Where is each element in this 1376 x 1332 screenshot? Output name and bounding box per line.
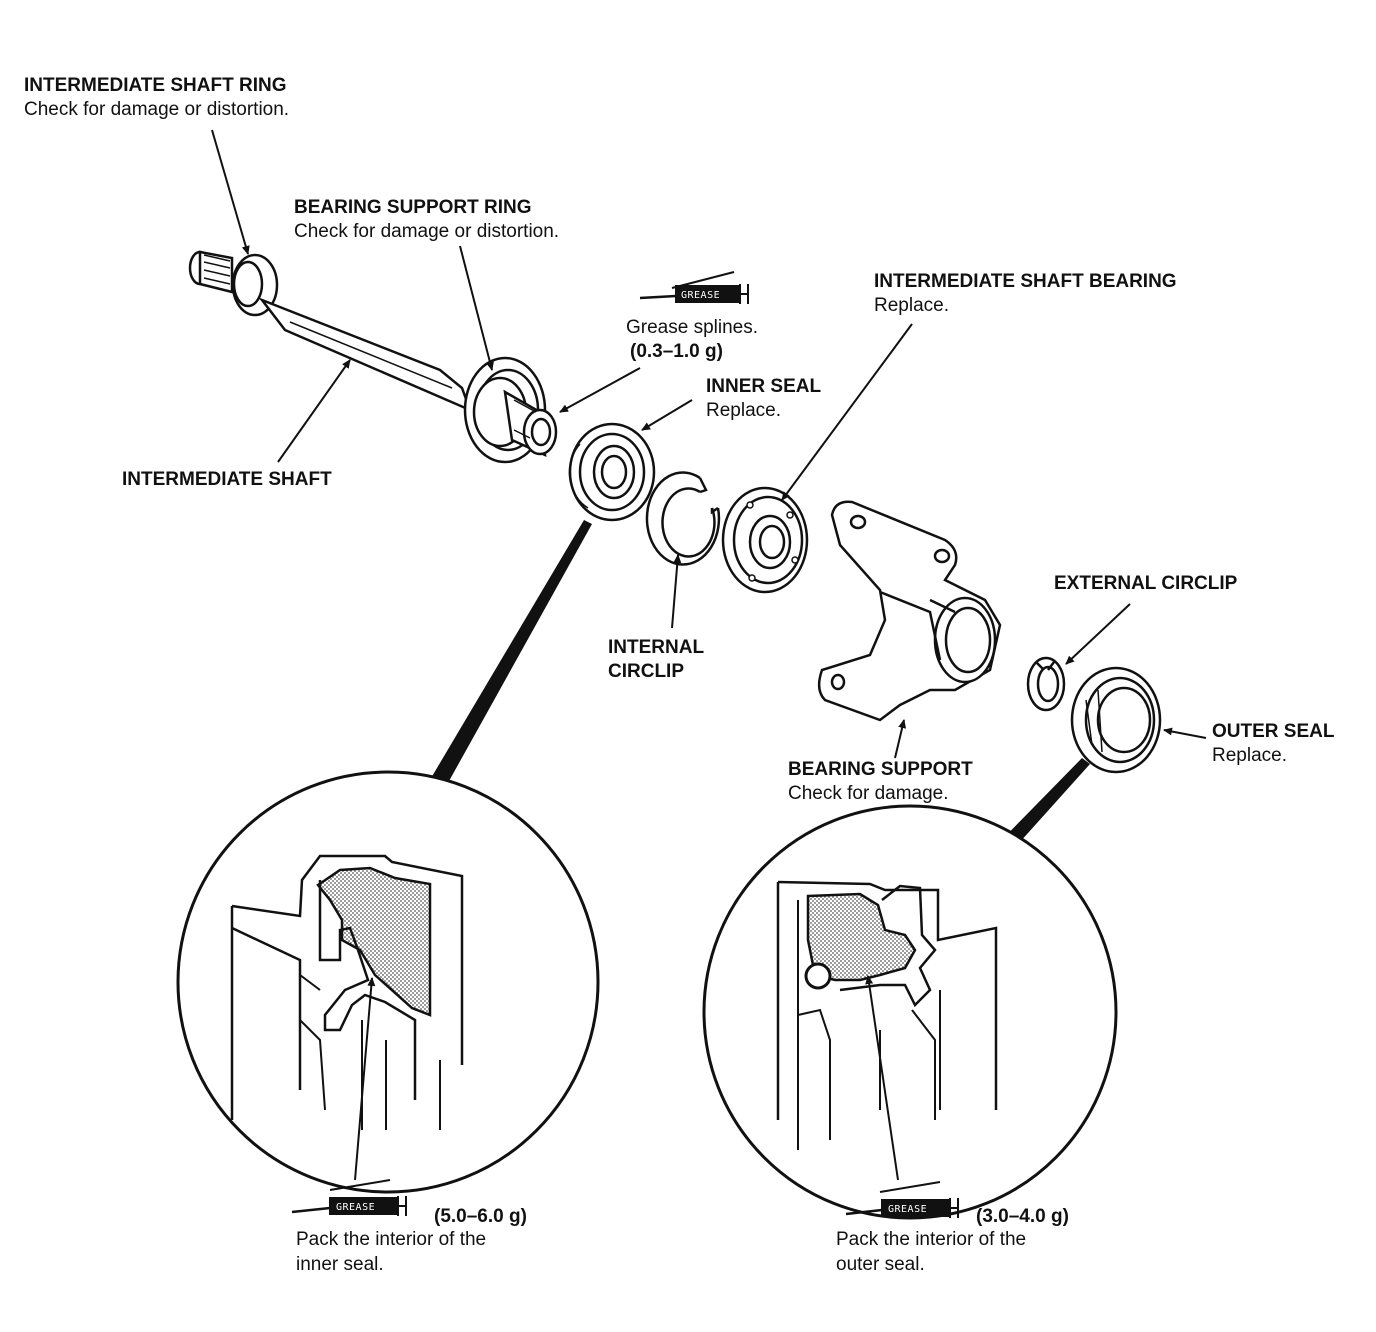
label-note: Grease splines.	[626, 317, 759, 338]
internal-circlip	[645, 471, 721, 566]
grease-tube-inner-icon: GREASE	[291, 1179, 407, 1216]
inner-seal-detail	[176, 770, 600, 1194]
label-bearing-support-ring: BEARING SUPPORT RING Check for damage or…	[294, 196, 559, 244]
label-title: EXTERNAL CIRCLIP	[1054, 573, 1238, 594]
label-intermediate-shaft-ring: INTERMEDIATE SHAFT RING Check for damage…	[24, 74, 289, 122]
label-line1: Pack the interior of the	[836, 1229, 1027, 1250]
external-circlip	[1026, 656, 1066, 712]
label-title: INTERMEDIATE SHAFT	[122, 469, 332, 490]
svg-text:GREASE: GREASE	[336, 1202, 375, 1213]
label-inner-seal: INNER SEAL Replace.	[706, 375, 821, 423]
label-bearing-support: BEARING SUPPORT Check for damage.	[788, 758, 973, 806]
leader-lines	[211, 129, 1207, 759]
label-note: Check for damage or distortion.	[294, 221, 560, 242]
outer-seal-detail	[702, 804, 1118, 1220]
label-external-circlip: EXTERNAL CIRCLIP	[1054, 572, 1237, 596]
label-line1: Pack the interior of the	[296, 1229, 487, 1250]
label-outer-pack-amount: (3.0–4.0 g)	[976, 1206, 1069, 1227]
svg-text:GREASE: GREASE	[681, 290, 720, 301]
label-inner-pack: Pack the interior of the inner seal.	[296, 1227, 486, 1277]
bearing-support	[817, 500, 1002, 722]
label-internal-circlip: INTERNAL CIRCLIP	[608, 636, 704, 684]
label-note: Replace.	[874, 295, 949, 316]
label-outer-pack: Pack the interior of the outer seal.	[836, 1227, 1026, 1277]
label-note: Check for damage or distortion.	[24, 99, 290, 120]
outer-seal	[1070, 666, 1162, 774]
inner-seal	[568, 422, 656, 522]
grease-tube-icon: GREASE	[639, 271, 749, 304]
label-title: BEARING SUPPORT RING	[294, 197, 532, 218]
label-note: Replace.	[1212, 745, 1287, 766]
label-outer-seal: OUTER SEAL Replace.	[1212, 720, 1334, 768]
label-line2: inner seal.	[296, 1254, 384, 1275]
label-intermediate-shaft: INTERMEDIATE SHAFT	[122, 468, 332, 492]
label-title: BEARING SUPPORT	[788, 759, 973, 780]
label-title: OUTER SEAL	[1212, 721, 1335, 742]
label-intermediate-shaft-bearing: INTERMEDIATE SHAFT BEARING Replace.	[874, 270, 1177, 318]
intermediate-shaft	[188, 250, 558, 464]
label-line2: CIRCLIP	[608, 661, 684, 682]
label-note: Replace.	[706, 400, 781, 421]
grease-tube-outer-icon: GREASE	[845, 1181, 959, 1218]
label-title: INTERMEDIATE SHAFT BEARING	[874, 271, 1177, 292]
label-title: INTERMEDIATE SHAFT RING	[24, 75, 287, 96]
label-note: Check for damage.	[788, 783, 949, 804]
label-title: INNER SEAL	[706, 376, 822, 397]
svg-text:GREASE: GREASE	[888, 1204, 927, 1215]
label-line1: INTERNAL	[608, 637, 705, 658]
intermediate-shaft-bearing	[721, 486, 809, 594]
label-inner-pack-amount: (5.0–6.0 g)	[434, 1206, 527, 1227]
label-grease-splines: Grease splines. (0.3–1.0 g)	[626, 316, 758, 364]
label-amount: (0.3–1.0 g)	[630, 341, 723, 362]
label-line2: outer seal.	[836, 1254, 925, 1275]
